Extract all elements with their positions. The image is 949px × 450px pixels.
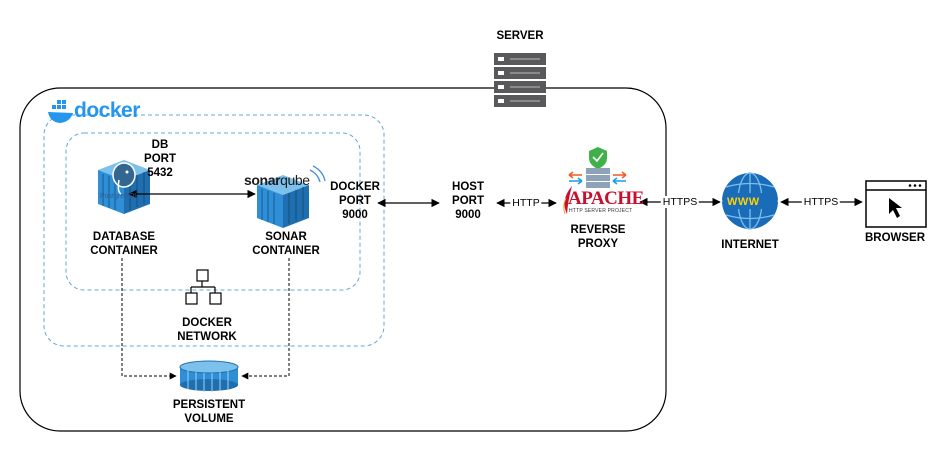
- persistent-volume-label-line2: VOLUME: [184, 413, 234, 425]
- server-label: SERVER: [496, 30, 544, 42]
- server-boundary: [19, 87, 667, 432]
- docker-network-label: DOCKER NETWORK: [177, 316, 236, 344]
- host-port-label-line3: 9000: [455, 209, 481, 221]
- host-port-label-line1: HOST: [452, 181, 484, 193]
- db-port-label-line2: PORT: [144, 153, 176, 165]
- db-port-label-line3: 5432: [147, 167, 173, 179]
- docker-logo-text: docker: [74, 99, 140, 122]
- http-edge-label: HTTP: [510, 197, 542, 209]
- https-edge-label-1: HTTPS: [660, 196, 700, 208]
- browser-window-icon: [865, 180, 927, 228]
- persistent-volume-label: PERSISTENT VOLUME: [173, 398, 245, 426]
- server-rack-icon: [494, 53, 546, 107]
- apache-logo-subtext: HTTP SERVER PROJECT: [569, 208, 633, 214]
- docker-network-boundary: [65, 132, 361, 291]
- browser-label: BROWSER: [864, 232, 926, 244]
- persistent-volume-icon: [179, 360, 239, 392]
- apache-logo-text: APACHE: [568, 188, 644, 209]
- sonar-container-label-line1: SONAR: [265, 231, 307, 243]
- database-container-label-line1: DATABASE: [92, 231, 156, 243]
- reverse-proxy-label: REVERSE PROXY: [571, 223, 626, 251]
- host-port-label-line2: PORT: [452, 195, 484, 207]
- internet-globe-icon: [722, 172, 778, 230]
- postgresql-logo-text: PostgreSQL: [100, 193, 139, 200]
- host-port-label: HOST PORT 9000: [452, 180, 484, 222]
- reverse-proxy-icon: [563, 147, 627, 215]
- sonar-container-label: SONAR CONTAINER: [252, 230, 320, 258]
- database-container-label-line2: CONTAINER: [90, 245, 158, 257]
- docker-host-boundary: [43, 114, 385, 347]
- sonar-container-label-line2: CONTAINER: [252, 245, 320, 257]
- internet-label: INTERNET: [721, 239, 779, 251]
- db-port-label: DB PORT 5432: [144, 138, 176, 180]
- sonar-volume-connection: [241, 258, 290, 380]
- docker-whale-icon: [48, 100, 73, 123]
- www-logo-text: WWW: [727, 196, 760, 208]
- db-volume-connection: [121, 258, 177, 380]
- docker-port-label-line3: 9000: [342, 209, 368, 221]
- reverse-proxy-label-line2: PROXY: [577, 238, 619, 250]
- docker-port-label-line1: DOCKER: [330, 181, 380, 193]
- sonarqube-light: qube: [280, 172, 310, 188]
- reverse-proxy-label-line1: REVERSE: [570, 224, 626, 236]
- postgres-container-icon: [98, 160, 150, 214]
- https-edge-label-2: HTTPS: [801, 196, 841, 208]
- docker-network-icon: [185, 269, 222, 305]
- docker-network-label-line2: NETWORK: [177, 331, 237, 343]
- docker-port-label-line2: PORT: [339, 195, 371, 207]
- database-container-label: DATABASE CONTAINER: [90, 230, 158, 258]
- sonarqube-bold: sonar: [244, 172, 281, 188]
- docker-port-label: DOCKER PORT 9000: [330, 180, 380, 222]
- persistent-volume-label-line1: PERSISTENT: [172, 399, 246, 411]
- db-port-label-line1: DB: [151, 139, 169, 151]
- sonarqube-logo-text: sonarqube: [244, 172, 310, 188]
- docker-network-label-line1: DOCKER: [182, 317, 232, 329]
- sonar-container-icon: [257, 165, 326, 228]
